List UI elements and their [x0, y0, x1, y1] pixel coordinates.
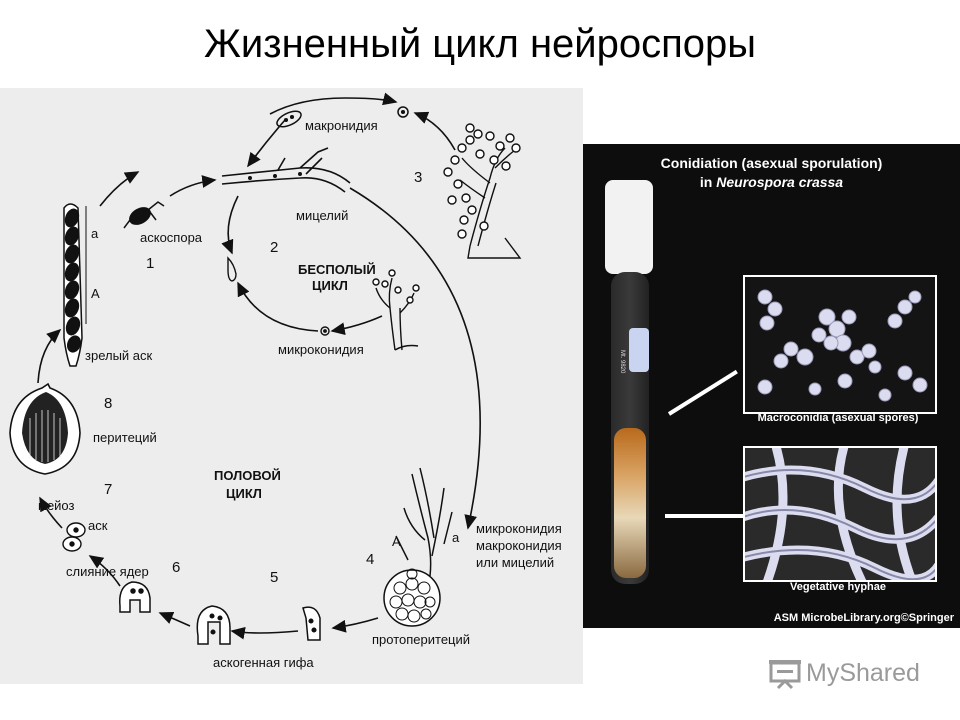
step-5: 5 — [270, 569, 278, 586]
label-protoperithecium: протоперитеций — [372, 632, 470, 647]
arrow-fusion-to-ascus — [88, 555, 121, 587]
label-ascus: аск — [88, 518, 108, 533]
tube-label: Mt. 9820 — [619, 350, 625, 374]
arrow-mycelium-to-fertilization — [349, 187, 481, 530]
myshared-watermark[interactable]: MyShared — [768, 656, 928, 696]
label-mating-A: А — [91, 286, 100, 301]
photo-subtitle-species: Neurospora crassa — [716, 174, 844, 190]
arrow-conidiophore-to-microconidia — [330, 315, 383, 336]
arrow-mycelium-to-macroconidia — [269, 92, 398, 115]
label-sexual-cycle-2: ЦИКЛ — [226, 486, 262, 501]
caption-vegetative-hyphae: Vegetative hyphae — [790, 581, 886, 593]
label-microconidia: микроконидия — [278, 342, 364, 357]
pointer-line-top — [667, 369, 738, 416]
mycelium-drawing — [221, 147, 351, 193]
step-1: 1 — [146, 255, 154, 272]
crozier-drawing — [196, 605, 321, 645]
conidiophore-macroconidia-drawing — [443, 123, 522, 259]
label-nuclear-fusion: слияние ядер — [66, 564, 149, 579]
arrow-protoperithecium-to-hypha — [331, 617, 379, 633]
step-4: 4 — [366, 551, 374, 568]
photo-subtitle: in Neurospora crassa — [583, 173, 960, 192]
tube-label-patch — [629, 328, 649, 372]
photo-subtitle-prefix: in — [699, 174, 717, 190]
photo-title: Conidiation (asexual sporulation) — [660, 155, 883, 171]
label-perithecium: перитеций — [93, 430, 157, 445]
step-3: 3 — [414, 169, 422, 186]
label-mating-a: а — [91, 226, 99, 241]
conidiation-photo-panel: Conidiation (asexual sporulation) in Neu… — [583, 144, 960, 628]
label-fert-microconidia: микроконидия — [476, 521, 562, 536]
ascus-meiosis-drawing — [62, 522, 86, 552]
slide-title: Жизненный цикл нейроспоры — [203, 22, 757, 66]
arrow-perithecium-to-ascus — [37, 328, 62, 384]
step-2: 2 — [270, 239, 278, 256]
life-cycle-diagram: макронидия мицелий аскоспора зрелый аск … — [0, 88, 583, 684]
perithecium-drawing — [9, 382, 81, 475]
presentation-board-icon — [769, 660, 801, 690]
conidiophore-microconidia-drawing — [372, 269, 420, 351]
cycle-arrows — [37, 92, 481, 640]
pointer-line-bottom — [665, 514, 745, 518]
photo-title-block: Conidiation (asexual sporulation) in Neu… — [583, 154, 960, 192]
label-asexual-cycle-2: ЦИКЛ — [312, 278, 348, 293]
label-ascogenous-hypha: аскогенная гифа — [213, 655, 314, 670]
step-6: 6 — [172, 559, 180, 576]
label-mycelium: мицелий — [296, 208, 348, 223]
macroconidium-drawing — [276, 106, 409, 128]
protoperithecium-drawing — [383, 467, 453, 627]
label-mating-A-2: А — [392, 534, 401, 549]
arrow-ascus-to-ascospore — [99, 171, 140, 207]
arrow-hook-to-fusion — [158, 612, 191, 627]
mature-ascus-drawing — [63, 203, 87, 367]
ascospore-drawing — [123, 201, 165, 229]
label-sexual-cycle-1: ПОЛОВОЙ — [214, 468, 281, 483]
arrow-microconidia-to-germ — [237, 281, 319, 332]
tube-cap — [605, 180, 653, 274]
watermark-text: MyShared — [806, 659, 920, 687]
arrow-ascospore-to-mycelium — [169, 175, 217, 197]
culture-tube-image: Mt. 9820 — [605, 180, 653, 584]
nuclear-fusion-drawing — [119, 581, 151, 613]
photo-credit: ASM MicrobeLibrary.org©Springer — [773, 612, 954, 624]
microconidium-drawing — [227, 256, 330, 336]
label-asexual-cycle-1: БЕСПОЛЫЙ — [298, 262, 376, 277]
label-fert-mycelium: или мицелий — [476, 555, 554, 570]
arrow-macroconidia-to-mycelium — [247, 119, 286, 168]
arrow-hypha-to-hook — [230, 626, 299, 640]
label-mature-ascus: зрелый аск — [85, 348, 153, 363]
label-ascospore: аскоспора — [140, 230, 203, 245]
label-macroconidia: макронидия — [305, 118, 378, 133]
macroconidia-micrograph — [743, 275, 937, 414]
label-meiosis: мейоз — [38, 498, 75, 513]
culture-growth — [614, 428, 646, 578]
label-fert-macroconidia: макроконидия — [476, 538, 562, 553]
caption-macroconidia: Macroconidia (asexual spores) — [757, 412, 919, 424]
arrow-mycelium-down — [221, 195, 239, 255]
diagram-labels: макронидия мицелий аскоспора зрелый аск … — [38, 118, 562, 670]
arrow-conidiophore-up — [413, 111, 456, 151]
vegetative-hyphae-micrograph — [743, 446, 937, 582]
step-8: 8 — [104, 395, 112, 412]
label-mating-a-2: а — [452, 530, 460, 545]
step-7: 7 — [104, 481, 112, 498]
arrow-ascus-to-meiosis — [39, 496, 63, 529]
